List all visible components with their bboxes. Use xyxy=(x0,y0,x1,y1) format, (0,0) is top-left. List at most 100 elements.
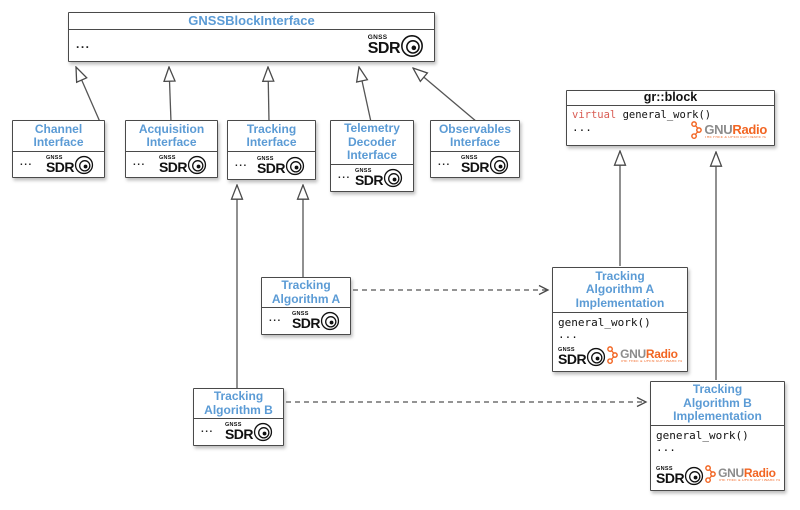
virtual-keyword: virtual xyxy=(572,109,617,121)
logo-row: GNSS SDR GNURadio THE FREE & xyxy=(558,345,682,367)
sdr-swirl-icon xyxy=(586,347,606,367)
class-title: gr::block xyxy=(567,91,774,106)
inherit-tracking-to-gnssblock xyxy=(268,67,269,123)
class-title-text: Implementation xyxy=(575,295,665,310)
inherit-observables-to-gnssblock xyxy=(413,68,478,123)
sdr-text: SDR xyxy=(158,158,188,175)
radio-text: Radio xyxy=(743,466,776,481)
ellipsis-members: ... xyxy=(20,156,33,168)
gnuradio-tagline: THE FREE & OPEN SOFTWARE RADIO ECOSYSTEM xyxy=(620,360,682,364)
class-box-gr-block: gr::block virtual general_work() ... GNU… xyxy=(566,90,775,146)
class-title-text: Observables xyxy=(438,121,512,136)
logo-row: GNSS SDR GNURadio THE FREE & xyxy=(656,464,780,486)
class-title-text: Interface xyxy=(146,135,197,149)
class-title-text: Decoder xyxy=(347,134,397,149)
gnss-text: GNSS xyxy=(158,154,176,161)
class-title-text: Algorithm A xyxy=(585,282,655,297)
class-title-text: Algorithm A xyxy=(271,291,341,306)
gnss-sdr-wordmark: GNSS SDR xyxy=(291,311,321,331)
gnss-text: GNSS xyxy=(45,154,63,161)
gnuradio-tagline: THE FREE & OPEN SOFTWARE RADIO ECOSYSTEM xyxy=(718,479,780,483)
ellipsis-members: ... xyxy=(201,424,214,435)
sdr-swirl-icon xyxy=(253,422,273,442)
class-title-text: Acquisition xyxy=(138,121,205,136)
class-body: ... GNSS SDR xyxy=(69,30,434,61)
gnu-text: GNU xyxy=(704,121,733,137)
gnss-text: GNSS xyxy=(354,168,372,174)
class-body: ... GNSS SDR xyxy=(13,152,104,177)
gnss-sdr-logo: GNSS SDR xyxy=(461,155,509,175)
inherit-telemetry-to-gnssblock xyxy=(359,67,372,123)
class-body: ... GNSS SDR xyxy=(262,308,350,334)
class-title-text: Algorithm B xyxy=(683,395,752,410)
gnuradio-icon xyxy=(705,465,716,484)
gnuradio-tagline: THE FREE & OPEN SOFTWARE RADIO ECOSYSTEM xyxy=(704,135,766,139)
class-body: ... GNSS SDR xyxy=(194,419,283,445)
gnss-sdr-logo: GNSS SDR xyxy=(257,156,305,176)
gnss-sdr-wordmark: GNSS SDR xyxy=(45,154,75,175)
gnss-text: GNSS xyxy=(291,311,309,317)
gnuradio-wordmark: GNURadio THE FREE & OPEN SOFTWARE RADIO … xyxy=(718,467,780,483)
class-title: Telemetry Decoder Interface xyxy=(331,121,413,165)
class-title: GNSSBlockInterface xyxy=(69,13,434,30)
gnss-text: GNSS xyxy=(656,466,673,472)
gnss-text: GNSS xyxy=(224,422,242,428)
sdr-text: SDR xyxy=(45,158,75,175)
gnss-sdr-wordmark: GNSS SDR xyxy=(354,168,384,188)
gnss-sdr-logo: GNSS SDR xyxy=(656,466,704,486)
class-box-observables-interface: Observables Interface ... GNSS SDR xyxy=(430,120,520,178)
gnuradio-icon xyxy=(607,346,618,365)
ellipsis-members: ... xyxy=(235,157,248,169)
gnuradio-logo: GNURadio THE FREE & OPEN SOFTWARE RADIO … xyxy=(704,464,780,486)
gnss-sdr-logo: GNSS SDR xyxy=(558,347,606,367)
gnss-sdr-logo: GNSS SDR xyxy=(355,168,403,188)
radio-text: Radio xyxy=(732,121,767,137)
class-title-text: gr::block xyxy=(643,90,698,105)
class-title-text: Algorithm B xyxy=(204,402,273,417)
gnss-sdr-wordmark: GNSS SDR xyxy=(256,156,286,176)
ellipsis-members: ... xyxy=(656,441,676,454)
sdr-text: SDR xyxy=(558,351,587,367)
method-signature: general_work() xyxy=(656,429,749,442)
method-signature: general_work() xyxy=(558,316,651,329)
class-title: Tracking Algorithm B Implementation xyxy=(651,382,784,426)
class-title-text: Telemetry xyxy=(344,121,400,136)
inherit-acquisition-to-gnssblock xyxy=(169,67,171,123)
gnuradio-text: GNURadio xyxy=(704,123,767,136)
gnss-sdr-wordmark: GNSS SDR xyxy=(368,34,401,56)
class-title-text: Implementation xyxy=(673,409,762,424)
gnu-text: GNU xyxy=(718,466,744,481)
gnss-sdr-logo: GNSS SDR xyxy=(159,155,207,175)
gnuradio-logo: GNURadio THE FREE & OPEN SOFTWARE RADIO … xyxy=(690,120,767,142)
class-box-tracking-algorithm-b-implementation: Tracking Algorithm B Implementation gene… xyxy=(650,381,785,491)
sdr-text: SDR xyxy=(291,315,321,331)
class-body: general_work() ... GNSS SDR xyxy=(651,426,784,490)
sdr-text: SDR xyxy=(354,172,384,188)
sdr-text: SDR xyxy=(656,470,685,486)
class-box-gnssblockinterface: GNSSBlockInterface ... GNSS SDR xyxy=(68,12,435,62)
gnss-sdr-wordmark: GNSS SDR xyxy=(224,422,254,441)
class-body: ... GNSS SDR xyxy=(126,152,217,177)
class-title-text: Interface xyxy=(33,135,84,149)
sdr-text: SDR xyxy=(256,159,286,176)
class-title: Tracking Algorithm A Implementation xyxy=(553,268,687,313)
gnss-text: GNSS xyxy=(460,154,478,161)
gnss-sdr-wordmark: GNSS SDR xyxy=(158,154,188,175)
gnss-sdr-wordmark: GNSS SDR xyxy=(558,347,587,367)
sdr-swirl-icon xyxy=(401,34,423,57)
gnuradio-logo: GNURadio THE FREE & OPEN SOFTWARE RADIO … xyxy=(606,345,682,367)
class-title: Channel Interface xyxy=(13,121,104,152)
class-title: Tracking Algorithm B xyxy=(194,389,283,419)
gnss-sdr-logo: GNSS SDR xyxy=(368,34,424,58)
gnuradio-text: GNURadio xyxy=(620,348,682,360)
class-body: ... GNSS SDR xyxy=(228,152,315,179)
class-box-channel-interface: Channel Interface ... GNSS SDR xyxy=(12,120,105,178)
inherit-channel-to-gnssblock xyxy=(76,67,101,123)
class-title-text: Channel xyxy=(34,121,83,136)
sdr-text: SDR xyxy=(460,158,490,175)
class-title-text: Tracking xyxy=(281,278,331,292)
ellipsis-members: ... xyxy=(269,313,282,324)
method-name: general_work() xyxy=(616,109,712,121)
class-box-acquisition-interface: Acquisition Interface ... GNSS SDR xyxy=(125,120,218,178)
